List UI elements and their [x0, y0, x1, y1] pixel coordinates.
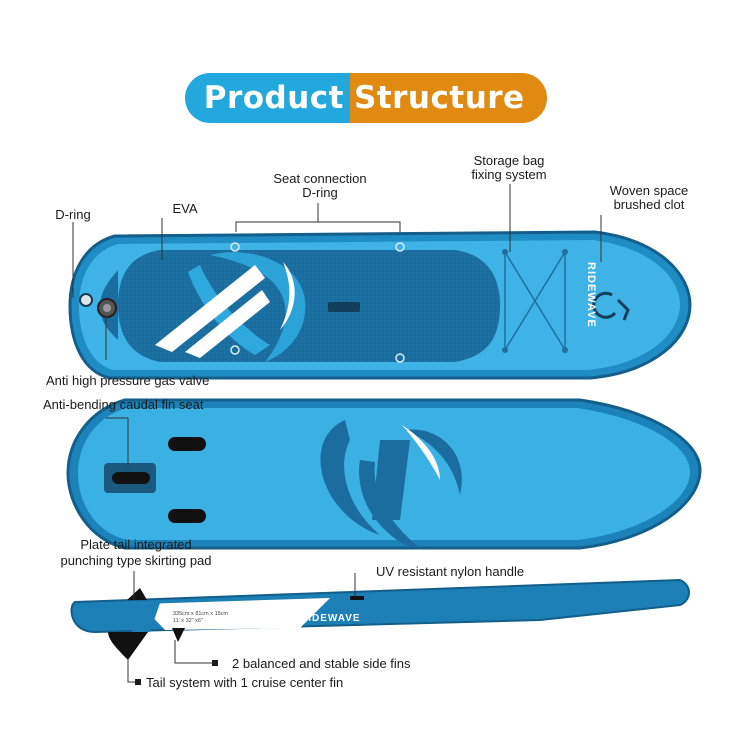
callout-lines — [72, 184, 602, 683]
side-view-board: 335cm x 81cm x 15cm 11' x 32" x6" RIDEWA… — [70, 578, 690, 660]
label-plate-tail-line1: Plate tail integrated — [80, 537, 192, 552]
label-d-ring: D-ring — [55, 207, 91, 222]
size-text-metric: 335cm x 81cm x 15cm — [173, 611, 228, 617]
tail-d-ring-icon — [79, 293, 93, 307]
d-ring-icon — [395, 353, 405, 363]
title-part2: Structure — [354, 80, 525, 116]
label-seat-connection-line2: D-ring — [302, 185, 338, 200]
label-center-fin: Tail system with 1 cruise center fin — [146, 675, 344, 690]
title-left-segment: Product — [185, 73, 350, 123]
label-plate-tail-line2: punching type skirting pad — [60, 553, 212, 568]
label-woven-space-line2: brushed clot — [613, 197, 685, 212]
label-woven-space-line1: Woven space — [609, 183, 689, 198]
label-nylon-handle: UV resistant nylon handle — [376, 564, 525, 579]
nylon-handle — [350, 596, 364, 600]
side-fin — [127, 588, 147, 600]
label-gas-valve: Anti high pressure gas valve — [46, 373, 210, 388]
title-part1: Product — [203, 80, 344, 116]
title-banner: Product Structure — [185, 73, 547, 123]
size-text-imperial: 11' x 32" x6" — [173, 618, 203, 624]
top-board-deck: RIDEWAVE — [68, 230, 692, 380]
pointer-dot — [135, 679, 141, 685]
side-fin — [172, 628, 185, 642]
label-storage-bag-line1: Storage bag — [473, 153, 545, 168]
deck-brand-text: RIDEWAVE — [585, 262, 597, 328]
label-seat-connection-line1: Seat connection — [273, 171, 367, 186]
side-fin-box — [168, 437, 206, 451]
pointer-dot — [212, 660, 218, 666]
label-eva: EVA — [172, 201, 198, 216]
center-fin — [108, 632, 148, 660]
d-ring-icon — [230, 242, 240, 252]
d-ring-icon — [230, 345, 240, 355]
side-brand-text: RIDEWAVE — [300, 613, 361, 624]
label-side-fins: 2 balanced and stable side fins — [232, 656, 411, 671]
bottom-board-hull — [66, 398, 702, 550]
side-fin-box — [168, 509, 206, 523]
title-right-segment: Structure — [350, 73, 547, 123]
storage-bungee — [504, 251, 566, 351]
label-fin-seat: Anti-bending caudal fin seat — [43, 397, 204, 412]
d-ring-icon — [395, 242, 405, 252]
center-handle — [328, 302, 360, 312]
nose-logo-icon — [592, 291, 617, 319]
label-storage-bag-line2: fixing system — [471, 167, 547, 182]
